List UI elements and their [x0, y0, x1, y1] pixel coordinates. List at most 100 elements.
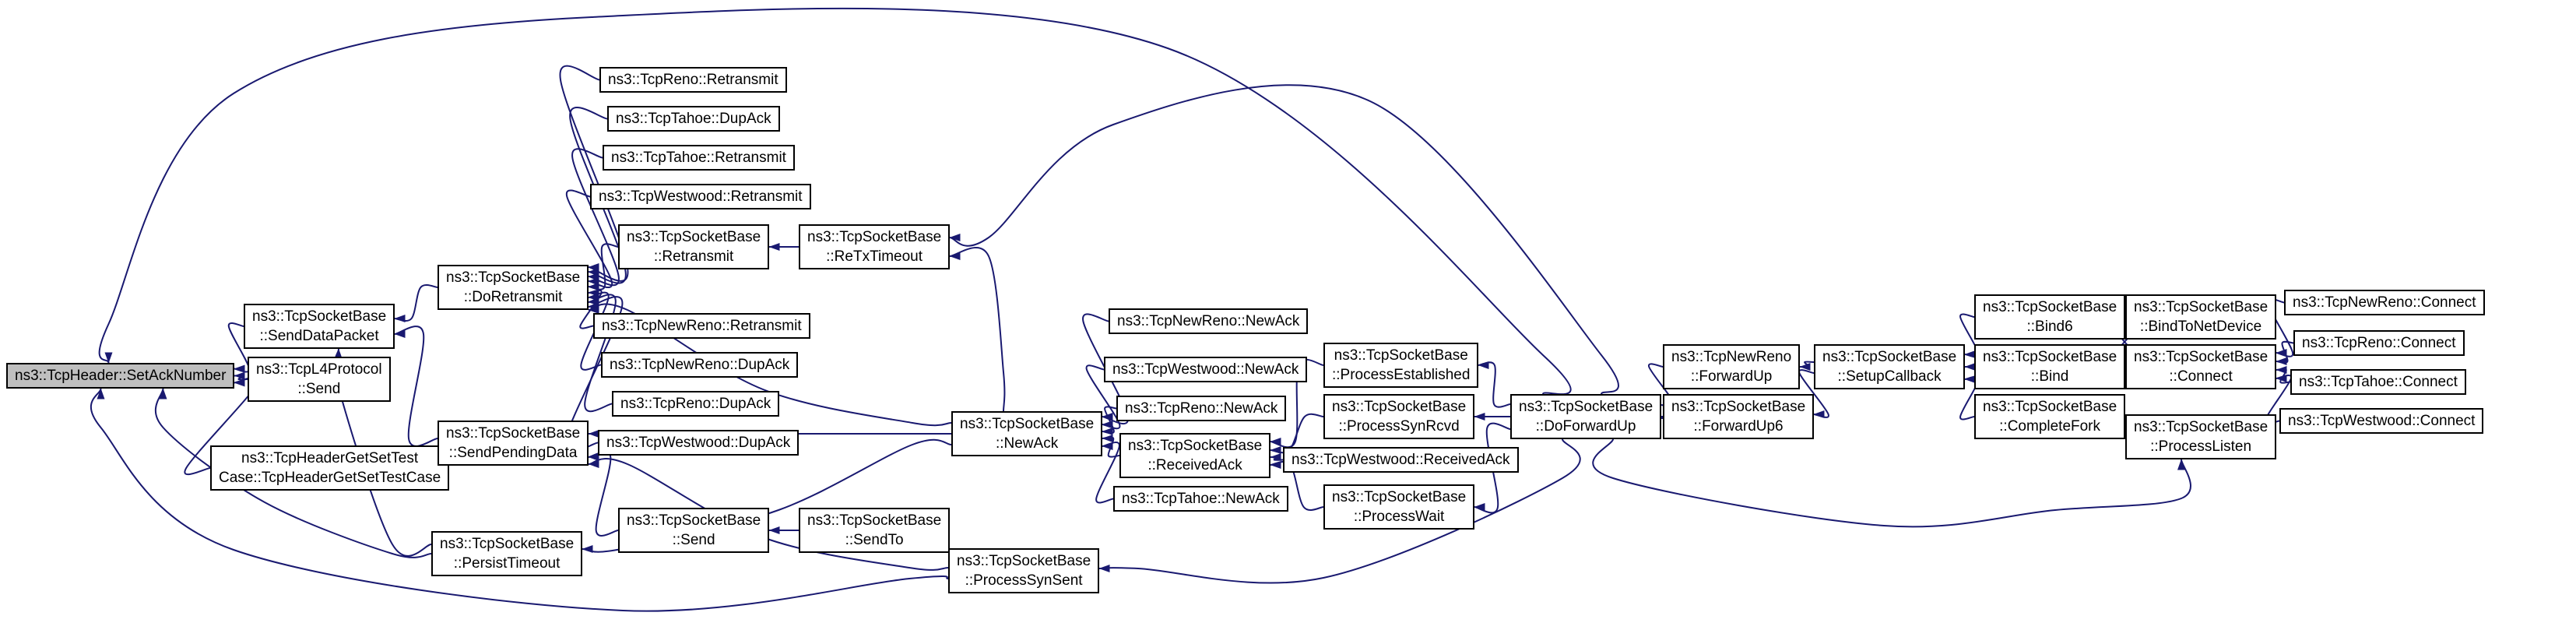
graph-node-wwNewAck[interactable]: ns3::TcpWestwood::NewAck — [1104, 357, 1308, 382]
graph-node-retxTO[interactable]: ns3::TcpSocketBase::ReTxTimeout — [799, 224, 951, 269]
call-edge-prEst-recvack — [1270, 358, 1324, 449]
graph-node-dofwd[interactable]: ns3::TcpSocketBase::DoForwardUp — [1510, 394, 1662, 439]
call-edge-setupcb-nrFwd — [1799, 361, 1815, 371]
graph-node-bind[interactable]: ns3::TcpSocketBase::Bind — [1974, 344, 2126, 389]
graph-node-fwd6[interactable]: ns3::TcpSocketBase::ForwardUp6 — [1663, 394, 1815, 439]
graph-node-westDup[interactable]: ns3::TcpWestwood::DupAck — [598, 430, 800, 456]
graph-node-label: ::Retransmit — [653, 248, 734, 265]
graph-node-label: ns3::TcpSocketBase — [627, 229, 761, 245]
graph-node-l4send[interactable]: ns3::TcpL4Protocol::Send — [248, 357, 391, 402]
graph-node-label: ns3::TcpWestwood::NewAck — [1112, 361, 1299, 378]
graph-node-renoDup[interactable]: ns3::TcpReno::DupAck — [612, 391, 780, 417]
call-edge-doretx-sdp — [394, 284, 438, 323]
graph-node-newack[interactable]: ns3::TcpSocketBase::NewAck — [951, 411, 1103, 456]
graph-node-label: ::ProcessSynRcvd — [1338, 418, 1460, 435]
graph-node-label: ::Send — [297, 381, 341, 397]
graph-node-label: ::NewAck — [995, 435, 1059, 452]
graph-node-bind6[interactable]: ns3::TcpSocketBase::Bind6 — [1974, 294, 2126, 340]
graph-node-westRetx[interactable]: ns3::TcpWestwood::Retransmit — [590, 184, 811, 209]
graph-node-prEst[interactable]: ns3::TcpSocketBase::ProcessEstablished — [1323, 343, 1479, 388]
graph-node-label: ns3::TcpSocketBase — [1983, 349, 2117, 365]
graph-node-label: ns3::TcpReno::Connect — [2302, 335, 2456, 351]
graph-node-nrDup[interactable]: ns3::TcpNewReno::DupAck — [601, 352, 799, 378]
graph-node-recvack[interactable]: ns3::TcpSocketBase::ReceivedAck — [1119, 433, 1271, 478]
graph-node-label: ns3::TcpSocketBase — [1128, 438, 1263, 454]
graph-node-sendto[interactable]: ns3::TcpSocketBase::SendTo — [799, 508, 951, 553]
call-edge-renoConn-conn — [2276, 340, 2294, 366]
graph-node-spd[interactable]: ns3::TcpSocketBase::SendPendingData — [438, 421, 589, 466]
graph-node-label: ns3::TcpWestwood::ReceivedAck — [1292, 452, 1510, 468]
graph-node-label: ns3::TcpHeader::SetAckNumber — [15, 368, 227, 384]
graph-node-label: ::ReceivedAck — [1147, 457, 1242, 473]
call-edge-dofwd-plisten — [1592, 438, 2191, 528]
graph-node-setupcb[interactable]: ns3::TcpSocketBase::SetupCallback — [1814, 344, 1966, 389]
graph-node-label: ::ProcessSynSent — [965, 572, 1083, 589]
graph-node-label: ns3::TcpSocketBase — [440, 536, 575, 552]
graph-node-label: ns3::TcpNewReno::NewAck — [1117, 313, 1300, 329]
graph-node-nrConn[interactable]: ns3::TcpNewReno::Connect — [2284, 290, 2485, 315]
call-edge-westRetx-doretx — [566, 189, 613, 288]
graph-node-label: ::ProcessListen — [2150, 438, 2252, 455]
graph-node-prSynRcvd[interactable]: ns3::TcpSocketBase::ProcessSynRcvd — [1323, 394, 1475, 439]
call-edge-prSynRcvd-recvack — [1270, 413, 1324, 455]
graph-node-label: ::DoRetransmit — [463, 289, 563, 305]
graph-node-label: ::SendTo — [845, 532, 904, 548]
graph-node-sdp[interactable]: ns3::TcpSocketBase::SendDataPacket — [244, 304, 395, 349]
graph-node-label: ns3::TcpNewReno — [1671, 349, 1792, 365]
graph-node-label: ::ProcessWait — [1353, 509, 1445, 525]
call-edge-setupcb-fwd6 — [1798, 369, 1829, 419]
graph-node-prsynsent[interactable]: ns3::TcpSocketBase::ProcessSynSent — [948, 548, 1100, 593]
graph-node-nrFwd[interactable]: ns3::TcpNewReno::ForwardUp — [1663, 344, 1801, 389]
graph-node-label: ns3::TcpSocketBase — [807, 512, 942, 529]
graph-node-tahoeNewAck[interactable]: ns3::TcpTahoe::NewAck — [1113, 486, 1288, 512]
graph-node-label: ::Send — [672, 532, 715, 548]
graph-node-label: ns3::TcpSocketBase — [2134, 299, 2268, 315]
graph-node-label: ::ReTxTimeout — [826, 248, 923, 265]
graph-node-label: ::Bind6 — [2026, 319, 2073, 335]
graph-node-prWait[interactable]: ns3::TcpSocketBase::ProcessWait — [1323, 484, 1475, 530]
graph-node-sbRetx[interactable]: ns3::TcpSocketBase::Retransmit — [618, 224, 770, 269]
call-edge-cfork-setupcb — [1959, 375, 1980, 421]
graph-node-main[interactable]: ns3::TcpHeader::SetAckNumber — [6, 363, 235, 389]
graph-node-label: ns3::TcpSocketBase — [1983, 399, 2117, 415]
call-edge-renoDup-doretx — [584, 294, 617, 413]
graph-node-conn[interactable]: ns3::TcpSocketBase::Connect — [2125, 344, 2277, 389]
graph-node-tahoeRetx[interactable]: ns3::TcpTahoe::Retransmit — [603, 145, 795, 171]
graph-node-doretx[interactable]: ns3::TcpSocketBase::DoRetransmit — [438, 265, 589, 310]
call-edge-prWait-recvack — [1270, 460, 1324, 511]
graph-node-label: ns3::TcpSocketBase — [1671, 399, 1806, 415]
graph-node-label: ns3::TcpL4Protocol — [256, 361, 382, 378]
graph-node-label: ns3::TcpTahoe::Connect — [2299, 374, 2458, 390]
graph-node-label: ns3::TcpSocketBase — [252, 308, 387, 325]
graph-node-cfork[interactable]: ns3::TcpSocketBase::CompleteFork — [1974, 394, 2126, 439]
graph-node-renoConn[interactable]: ns3::TcpReno::Connect — [2293, 330, 2465, 356]
graph-node-send[interactable]: ns3::TcpSocketBase::Send — [618, 508, 770, 553]
graph-node-label: ns3::TcpTahoe::DupAck — [616, 111, 771, 127]
graph-node-label: ::DoForwardUp — [1535, 418, 1636, 435]
graph-node-label: ns3::TcpSocketBase — [1519, 399, 1653, 415]
graph-node-renoNewAck[interactable]: ns3::TcpReno::NewAck — [1116, 396, 1287, 421]
graph-node-b2nd[interactable]: ns3::TcpSocketBase::BindToNetDevice — [2125, 294, 2277, 340]
call-edge-dofwd-main — [98, 7, 1572, 396]
graph-node-label: ::SetupCallback — [1837, 368, 1942, 385]
graph-node-tahoeDup[interactable]: ns3::TcpTahoe::DupAck — [607, 106, 780, 132]
graph-node-label: ns3::TcpNewReno::Connect — [2293, 294, 2476, 311]
graph-node-nrRetx[interactable]: ns3::TcpNewReno::Retransmit — [593, 313, 810, 339]
graph-node-wwRecvAck[interactable]: ns3::TcpWestwood::ReceivedAck — [1283, 447, 1519, 473]
graph-node-nrNewAck[interactable]: ns3::TcpNewReno::NewAck — [1109, 308, 1309, 334]
graph-node-tahoeConn[interactable]: ns3::TcpTahoe::Connect — [2290, 369, 2466, 395]
call-edge-sdp-main — [227, 322, 251, 373]
call-edge-dofwd-retxTO — [949, 84, 1619, 395]
graph-node-persist[interactable]: ns3::TcpSocketBase::PersistTimeout — [431, 531, 583, 576]
graph-node-wwConn[interactable]: ns3::TcpWestwood::Connect — [2279, 408, 2484, 434]
graph-node-label: ::ForwardUp6 — [1693, 418, 1784, 435]
graph-node-renoRetx[interactable]: ns3::TcpReno::Retransmit — [599, 67, 787, 93]
graph-node-label: ::ProcessEstablished — [1332, 367, 1471, 383]
graph-node-label: ns3::TcpTahoe::Retransmit — [611, 150, 786, 166]
graph-node-plisten[interactable]: ns3::TcpSocketBase::ProcessListen — [2125, 414, 2277, 459]
graph-node-label: ns3::TcpWestwood::Retransmit — [599, 188, 803, 205]
graph-node-label: ::CompleteFork — [1999, 418, 2101, 435]
call-edge-wwRecvAck-recvack — [1270, 452, 1284, 461]
